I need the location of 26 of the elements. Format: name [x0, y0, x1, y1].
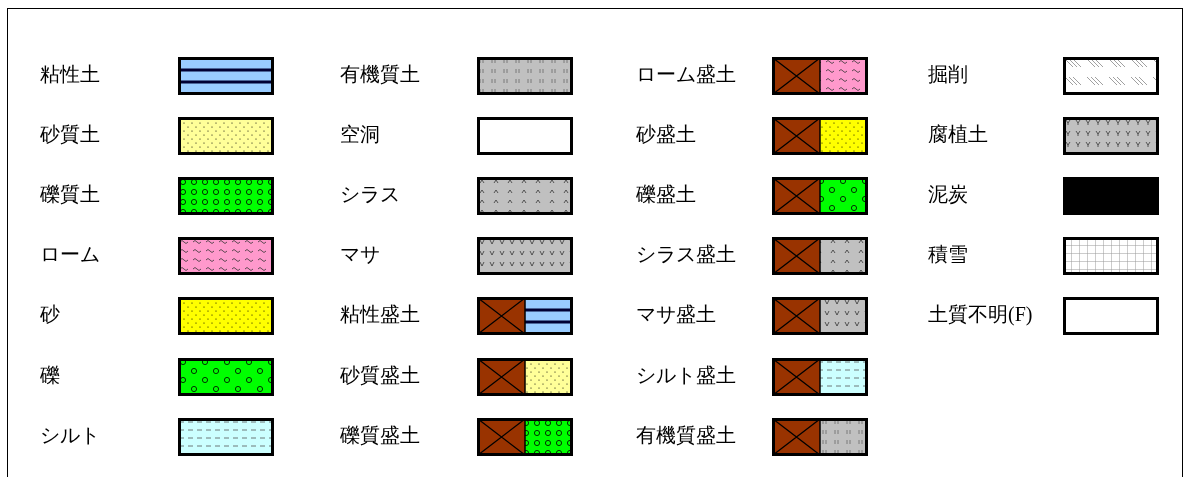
legend-label: 有機質盛土 — [636, 423, 736, 447]
legend-label: 腐植土 — [928, 122, 988, 146]
legend-label: シルト — [40, 423, 100, 447]
legend-label: 粘性土 — [40, 62, 100, 86]
legend-label: 泥炭 — [928, 182, 968, 206]
legend-label: 砂質盛土 — [340, 363, 420, 387]
legend-label: ローム — [40, 242, 100, 266]
legend-label: 掘削 — [928, 62, 968, 86]
legend-label: シラス盛土 — [636, 242, 736, 266]
legend-label: 礫盛土 — [636, 182, 696, 206]
legend-label: ローム盛土 — [636, 62, 736, 86]
legend-label: 空洞 — [340, 122, 380, 146]
legend-label: シラス — [340, 182, 400, 206]
legend-label: 砂質土 — [40, 122, 100, 146]
legend-label: 砂 — [40, 302, 60, 326]
legend-label: 土質不明(F) — [928, 302, 1033, 326]
legend-label: マサ盛土 — [636, 302, 716, 326]
legend-label: 積雪 — [928, 242, 968, 266]
legend-label: 礫 — [40, 363, 60, 387]
legend-label: マサ — [340, 242, 380, 266]
legend-label: 砂盛土 — [636, 122, 696, 146]
legend-label: 礫質盛土 — [340, 423, 420, 447]
legend-label: 有機質土 — [340, 62, 420, 86]
legend-label: 粘性盛土 — [340, 302, 420, 326]
legend-label: シルト盛土 — [636, 363, 736, 387]
legend-label: 礫質土 — [40, 182, 100, 206]
